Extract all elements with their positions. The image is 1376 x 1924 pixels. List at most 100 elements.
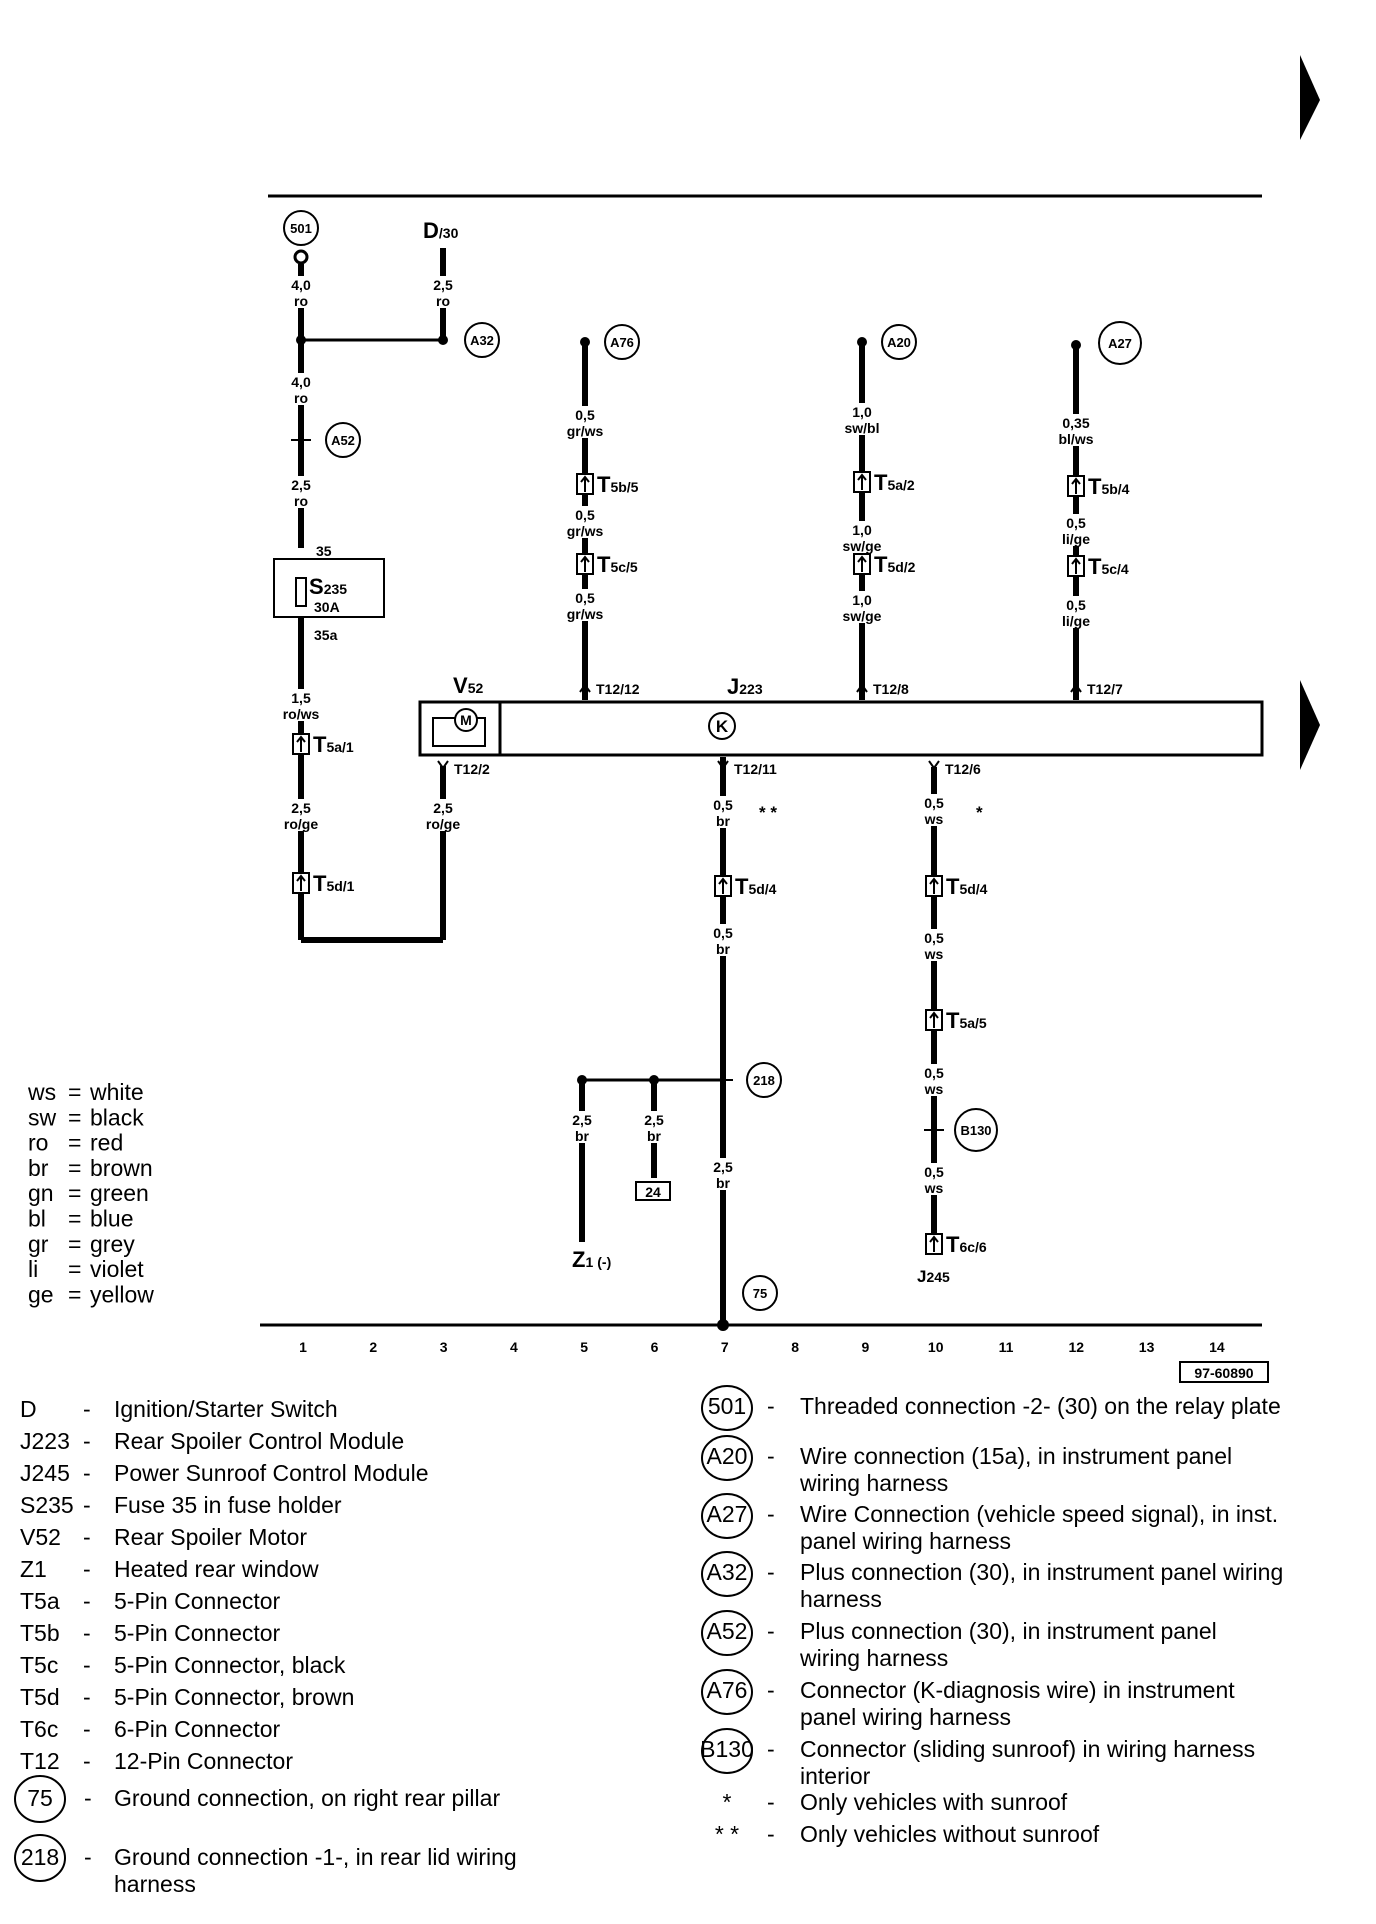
module-pin[interactable]: T12/11: [717, 760, 777, 777]
legend-row: J223-Rear Spoiler Control Module: [20, 1428, 404, 1454]
legend-desc: 5-Pin Connector: [114, 1588, 281, 1614]
module-label: J223: [727, 674, 763, 699]
color-meaning: grey: [90, 1231, 135, 1257]
legend-dash: -: [83, 1716, 91, 1742]
legend-desc: Ground connection -1-, in rear lid wirin…: [114, 1844, 517, 1870]
connector-label: T5d/1: [313, 871, 355, 896]
legend-connection-row: 501-Threaded connection -2- (30) on the …: [701, 1385, 1281, 1431]
legend-dash: -: [767, 1393, 775, 1419]
color-equals: =: [68, 1104, 81, 1130]
ground-code: 218: [21, 1844, 59, 1870]
connection-code: A76: [707, 1677, 748, 1703]
wire-size: 0,5: [1066, 515, 1086, 531]
wire-size: 2,5: [291, 477, 311, 493]
fuse-rating: 30A: [314, 599, 340, 615]
track-number: 3: [440, 1339, 448, 1355]
color-equals: =: [68, 1079, 81, 1105]
k-line-icon: [708, 712, 736, 740]
component-labels: D/30 S235 30A 35 35a V52 J223 Z1(-) J245…: [309, 218, 983, 1286]
bubble-a32-label: A32: [470, 333, 494, 348]
pin-label: T12/2: [454, 761, 490, 777]
legend-desc: 12-Pin Connector: [114, 1748, 293, 1774]
ground-dot: [717, 1319, 729, 1331]
bubble-a76[interactable]: [604, 324, 640, 360]
wire-color: ro/ge: [284, 816, 318, 832]
legend-desc: Connector (sliding sunroof) in wiring ha…: [800, 1736, 1255, 1762]
wire-color: ro: [294, 293, 308, 309]
bubble-501[interactable]: [283, 210, 319, 246]
color-meaning: red: [90, 1130, 123, 1156]
legend-dash: -: [767, 1559, 775, 1585]
track-number: 2: [369, 1339, 377, 1355]
wire-color: sw/ge: [843, 608, 882, 624]
connector[interactable]: T5d/2: [853, 552, 916, 577]
connector[interactable]: T5a/1: [292, 732, 354, 757]
legend-desc: harness: [800, 1586, 882, 1612]
connector[interactable]: T5a/2: [853, 470, 915, 495]
connector[interactable]: T5d/4: [925, 874, 988, 899]
bubble-a32[interactable]: [464, 322, 500, 358]
wire-color: br: [575, 1128, 590, 1144]
wire-size: 0,5: [1066, 597, 1086, 613]
fuse-box-s235[interactable]: [273, 558, 385, 618]
color-meaning: black: [90, 1104, 144, 1130]
connector[interactable]: T6c/6: [925, 1232, 987, 1257]
bubble-a52[interactable]: [325, 422, 361, 458]
module-pin[interactable]: T12/2: [437, 760, 490, 777]
legend-desc: interior: [800, 1763, 871, 1789]
legend-dash: -: [84, 1785, 92, 1811]
bubble-a27[interactable]: [1098, 321, 1142, 365]
connector[interactable]: T5d/1: [292, 871, 355, 896]
wire-size: 2,5: [713, 1159, 733, 1175]
legend-code: T5b: [20, 1620, 60, 1646]
connector[interactable]: T5d/4: [714, 874, 777, 899]
legend-row: T6c-6-Pin Connector: [20, 1716, 281, 1742]
module-pin[interactable]: T12/8: [856, 681, 909, 697]
module-pin[interactable]: T12/7: [1070, 681, 1123, 697]
track-number: 13: [1139, 1339, 1155, 1355]
bubble-b130[interactable]: [954, 1108, 998, 1152]
figure-id-box: [1179, 1361, 1269, 1383]
wire-color: ro/ws: [283, 706, 320, 722]
relay-24-box[interactable]: [635, 1181, 671, 1201]
legend-dash: -: [83, 1620, 91, 1646]
color-code: gr: [28, 1231, 49, 1257]
color-meaning: violet: [90, 1256, 144, 1282]
legend-connection-row: A32-Plus connection (30), in instrument …: [701, 1551, 1283, 1612]
connector[interactable]: T5c/4: [1067, 554, 1129, 579]
wire-label: 2,5br: [628, 1111, 680, 1144]
module-pin[interactable]: T12/12: [579, 681, 640, 697]
track-number: 11: [999, 1339, 1014, 1355]
legend-desc: Ground connection, on right rear pillar: [114, 1785, 500, 1811]
legend-dash: -: [83, 1684, 91, 1710]
bubble-501-label: 501: [290, 221, 312, 236]
legend-dash: -: [83, 1428, 91, 1454]
k-line-symbol: K: [716, 717, 729, 736]
bubble-75[interactable]: [742, 1275, 778, 1311]
module-pin[interactable]: T12/6: [928, 760, 981, 777]
connector-label: T5a/1: [313, 732, 354, 757]
color-meaning: yellow: [90, 1281, 154, 1307]
connector[interactable]: T5a/5: [925, 1008, 987, 1033]
bubble-a76-label: A76: [610, 335, 634, 350]
legend-dash: -: [83, 1556, 91, 1582]
connector[interactable]: T5b/4: [1067, 474, 1130, 499]
legend-desc: 5-Pin Connector: [114, 1620, 281, 1646]
wire-color: ro/ge: [426, 816, 460, 832]
connector[interactable]: T5b/5: [576, 472, 639, 497]
module-j223[interactable]: M K: [418, 700, 1264, 757]
next-page-arrow-icon[interactable]: [1300, 55, 1320, 140]
color-equals: =: [68, 1180, 81, 1206]
connector-label: T5c/5: [597, 552, 638, 577]
pin-label: T12/6: [945, 761, 981, 777]
wire-size: 2,5: [644, 1112, 664, 1128]
wire-label: 0,5ws: [908, 929, 960, 962]
wire-size: 2,5: [433, 800, 453, 816]
note-asterisk: *: [976, 803, 983, 822]
wire-label: 4,0ro: [275, 373, 327, 406]
bubble-a20[interactable]: [881, 324, 917, 360]
wire-label: 0,5gr/ws: [559, 589, 611, 622]
connector[interactable]: T5c/5: [576, 552, 638, 577]
bubble-218[interactable]: [746, 1062, 782, 1098]
track-number: 10: [928, 1339, 944, 1355]
